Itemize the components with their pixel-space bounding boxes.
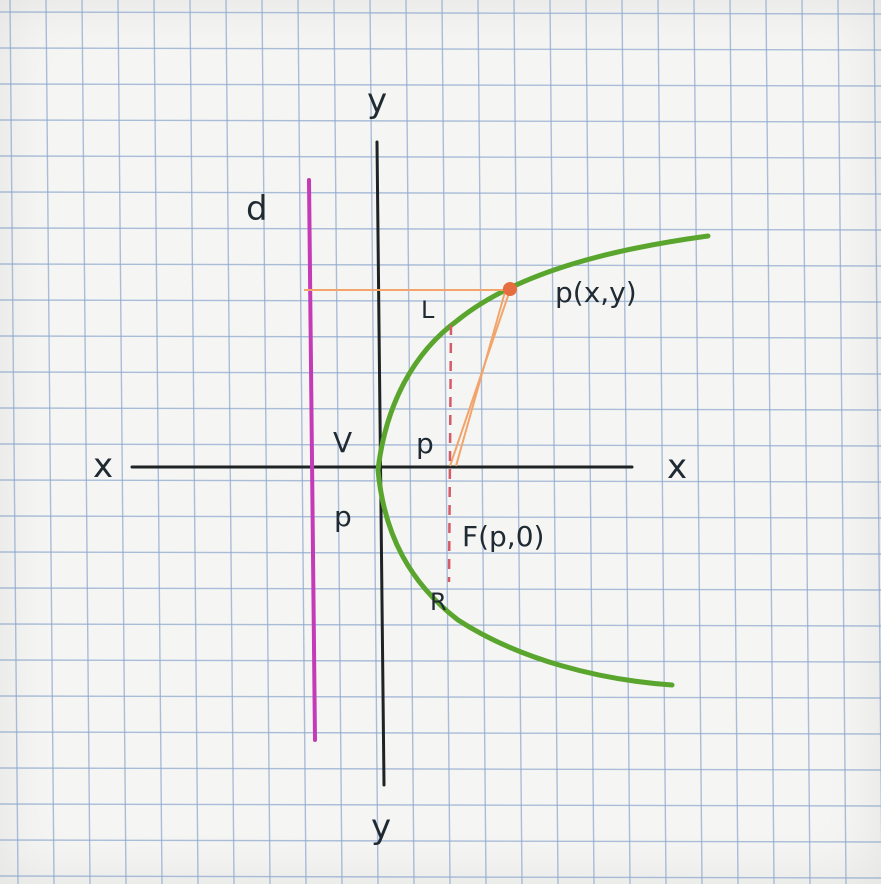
grid-line-vertical [153,0,163,884]
grid-line-vertical [297,0,307,884]
grid-line-horizontal [0,47,881,51]
grid-line-vertical [405,0,415,884]
grid-line-horizontal [0,227,881,231]
grid-line-vertical [657,0,667,884]
distance-p-lower-label: p [334,500,352,533]
grid-line-vertical [261,0,271,884]
grid-line-vertical [189,0,199,884]
grid-line-vertical [873,0,881,851]
focus-label: F(p,0) [462,520,544,553]
grid-line-vertical [9,0,19,884]
grid-line-horizontal [0,515,881,519]
grid-line-vertical [621,0,631,884]
grid-line-horizontal [0,11,881,15]
grid-line-vertical [693,0,703,884]
grid-line-vertical [81,0,91,884]
grid-line-horizontal [0,659,881,663]
grid-line-vertical [585,0,595,884]
grid-line-vertical [333,0,343,884]
x-axis-left-label: x [93,446,113,486]
latus-rectum-dashed-line [447,324,453,583]
grid-line-horizontal [0,731,881,735]
grid-line-vertical [549,0,559,884]
point-p-marker [503,282,517,296]
grid-line-horizontal [0,839,881,843]
grid-line-vertical [477,0,487,884]
directrix-line [307,178,317,742]
grid-line-horizontal [0,443,881,447]
grid-line-horizontal [0,551,881,555]
grid-line-horizontal [0,407,881,411]
grid-line-horizontal [0,263,881,267]
grid-line-horizontal [0,155,881,159]
grid-line-horizontal [0,803,881,807]
parabola-curve [375,233,711,688]
grid-line-vertical [441,0,451,884]
grid-line-vertical [45,0,55,884]
x-axis-right-label: x [667,447,687,487]
grid-line-horizontal [0,695,881,699]
focal-distance-line-secondary [455,291,506,467]
grid-line-horizontal [0,479,881,483]
point-label: p(x,y) [555,276,637,309]
grid-line-horizontal [0,83,881,87]
grid-line-horizontal [0,299,881,303]
grid-line-vertical [765,0,775,884]
latus-lower-label: R [430,588,447,616]
y-axis-bottom-label: y [371,807,391,847]
grid-line-horizontal [0,191,881,195]
grid-line-vertical [801,0,811,884]
grid-line-vertical [837,0,847,884]
grid-line-horizontal [0,587,881,591]
distance-p-upper-label: p [416,427,434,460]
directrix-label: d [246,189,268,229]
latus-upper-label: L [421,296,435,324]
grid-line-vertical [117,0,127,884]
grid-line-vertical [369,0,379,884]
grid-line-horizontal [0,767,881,771]
vertex-label: V [333,426,352,459]
grid-line-vertical [729,0,739,884]
grid-line-horizontal [0,875,881,879]
grid-line-horizontal [0,371,881,375]
grid-line-vertical [225,0,235,884]
grid-line-horizontal [0,623,881,627]
grid-line-vertical [513,0,523,884]
y-axis-top-label: y [367,81,387,121]
grid-line-horizontal [0,119,881,123]
